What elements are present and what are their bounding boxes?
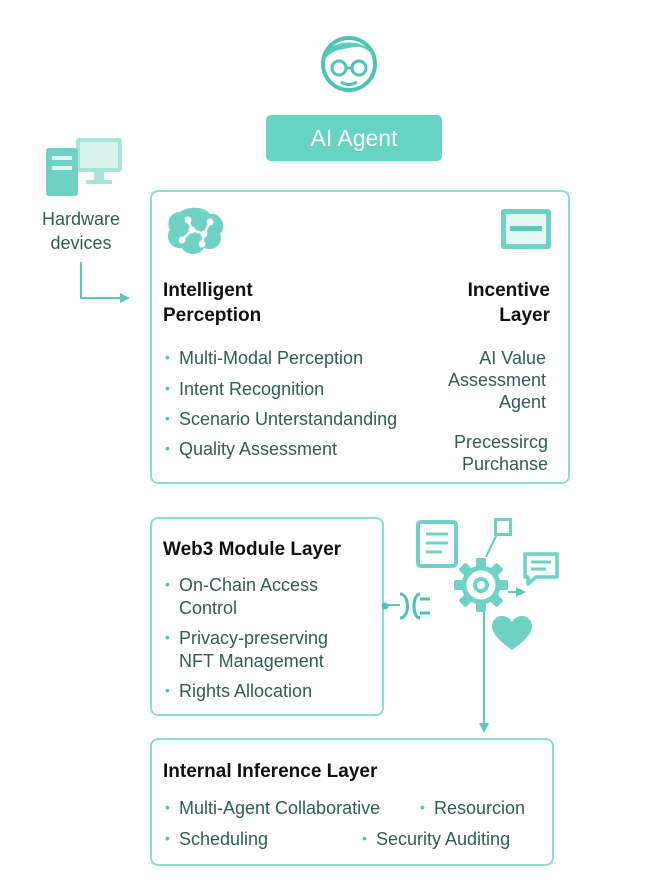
brain-circuit-icon	[167, 207, 224, 254]
chat-icon	[523, 552, 559, 586]
list-item: •Resourcion	[420, 798, 526, 818]
computer-devices-icon	[46, 138, 122, 196]
small-square-icon	[494, 518, 512, 536]
internal-inference-panel	[150, 738, 554, 866]
list-item: •Rights Allocation	[165, 681, 313, 701]
list-item: •Scheduling	[165, 829, 269, 849]
list-item: •Scenario Unterstandanding	[165, 409, 398, 429]
list-item: •Quality Assessment	[165, 439, 338, 459]
web3-title: Web3 Module Layer	[163, 539, 342, 560]
card-icon	[501, 209, 551, 249]
list-item: •Intent Recognition	[165, 379, 325, 399]
inference-title: Internal Inference Layer	[163, 761, 378, 782]
gear-icon	[454, 558, 508, 612]
list-item: •Security Auditing	[362, 829, 511, 849]
heart-icon	[492, 616, 532, 650]
document-icon	[416, 520, 458, 568]
web3-module-panel	[150, 517, 384, 716]
user-avatar-icon	[321, 36, 377, 92]
ai-agent-button[interactable]: AI Agent	[266, 115, 442, 161]
list-item: •Multi-Agent Collaborative	[165, 798, 381, 818]
connector-icon	[381, 592, 430, 620]
list-item: •Multi-Modal Perception	[165, 348, 364, 368]
